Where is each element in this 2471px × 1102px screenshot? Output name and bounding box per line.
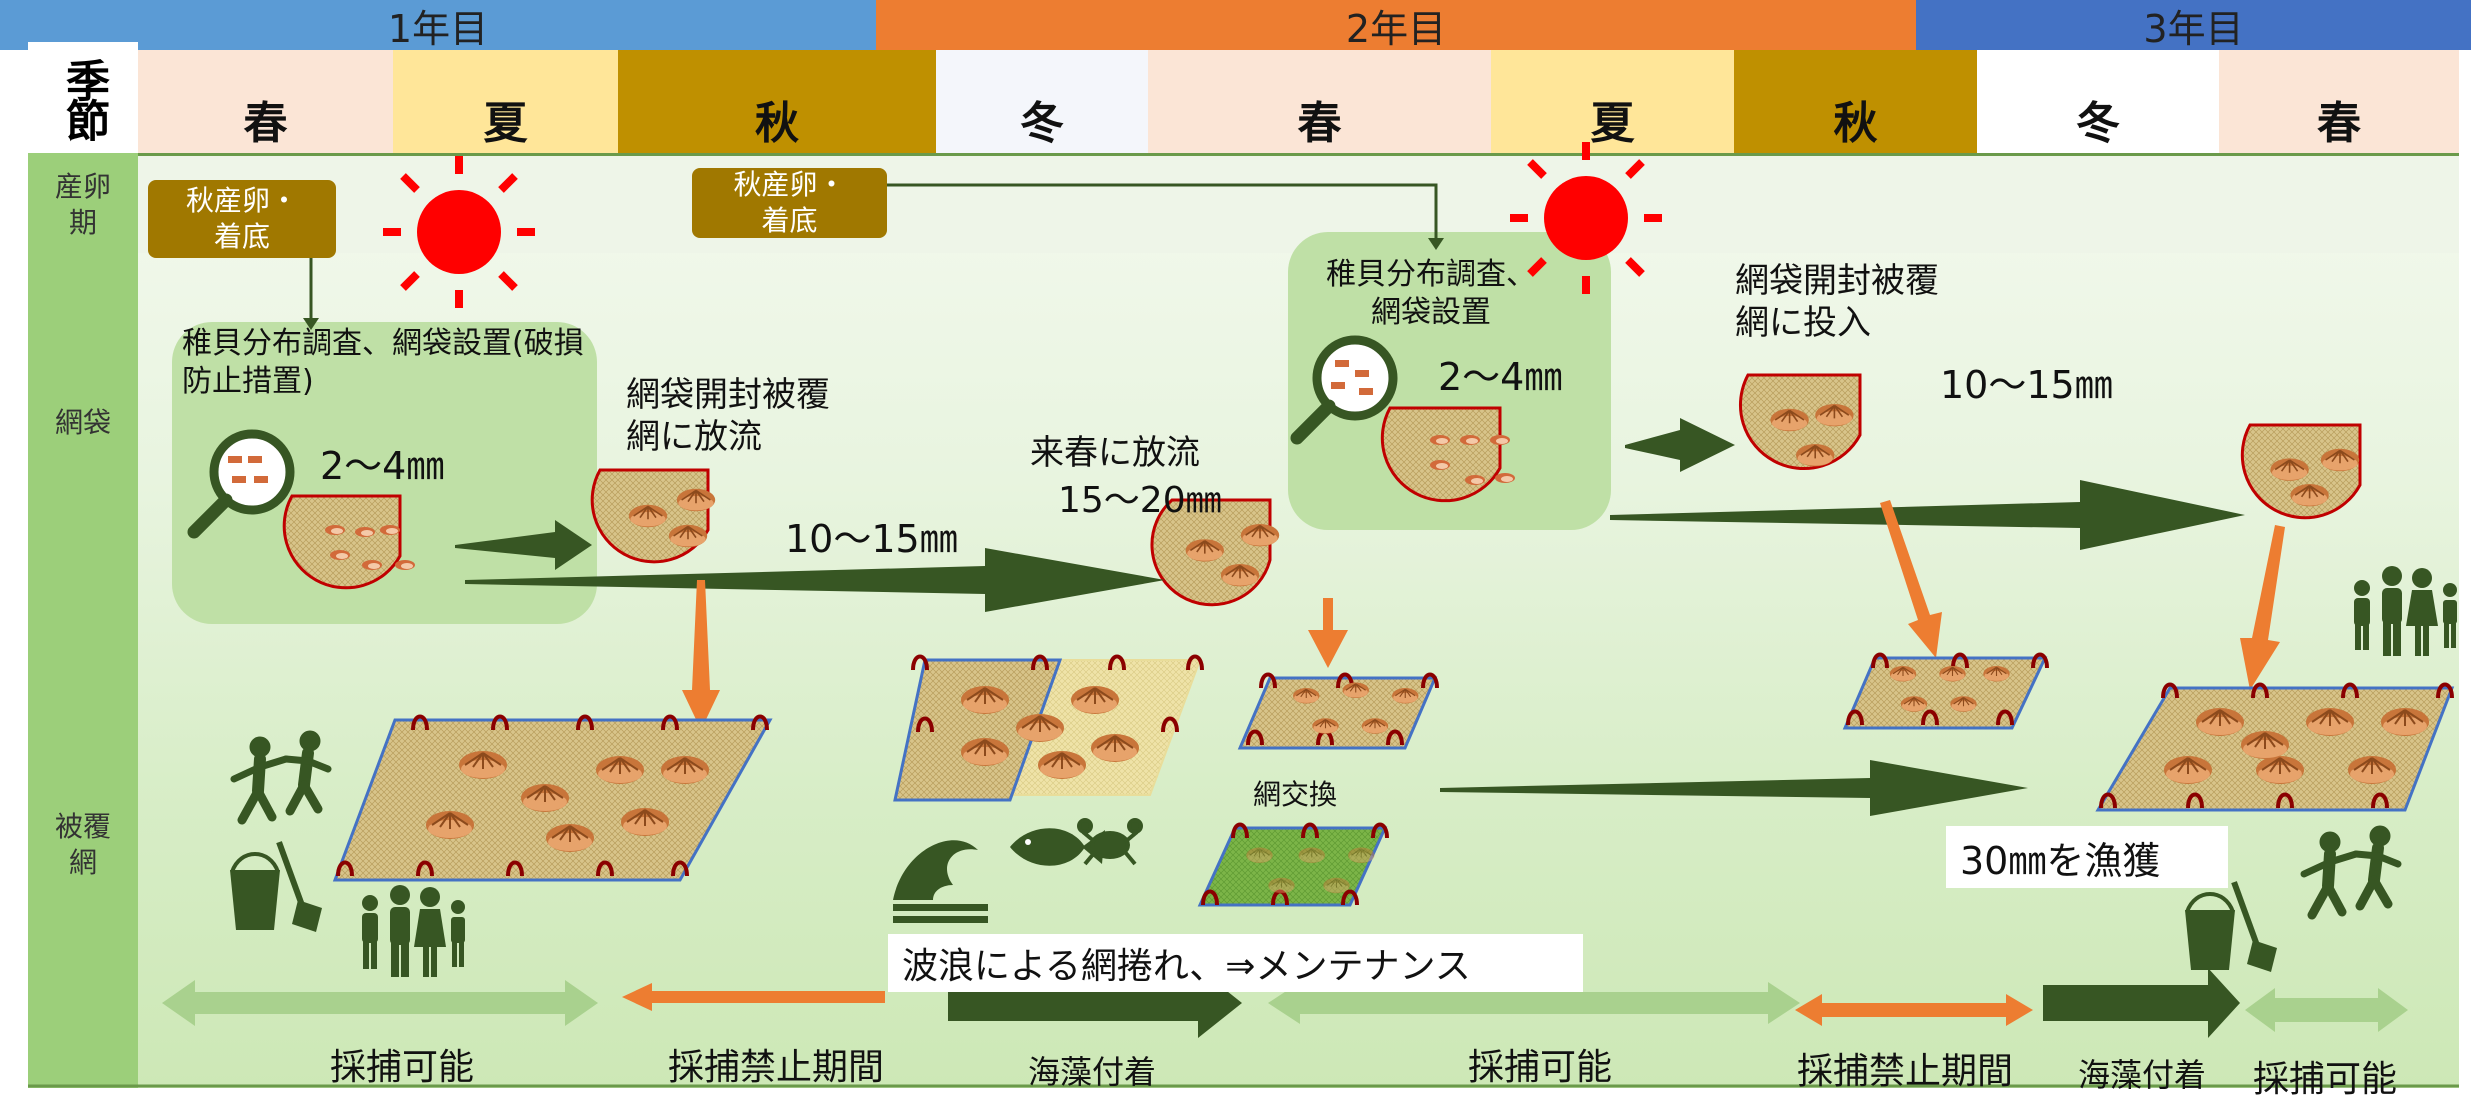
- season-column-label: 季節: [58, 57, 109, 138]
- header-divider: [28, 153, 2459, 156]
- cover-net-large-year1: [332, 714, 773, 882]
- survey1-title: 稚貝分布調査、網袋設置(破損防止措置): [182, 326, 584, 399]
- open1-title: 網袋開封被覆網に放流: [626, 375, 830, 457]
- cover-net-exchange: [1197, 822, 1389, 907]
- net-bag-row-text: 網袋: [54, 406, 111, 439]
- family-icon: [362, 885, 465, 977]
- spawning-row-band: [138, 153, 2459, 253]
- sun-icon: [1510, 142, 1662, 294]
- season-cell: 秋: [618, 50, 936, 153]
- kids-playing-icon: [230, 730, 332, 825]
- drop-arrows: [682, 500, 2285, 730]
- year-3-header: 3年目: [1916, 0, 2471, 51]
- cover-net-year3: [2095, 682, 2455, 812]
- season-cell: 春: [1148, 50, 1491, 153]
- season-cell: 冬: [936, 50, 1148, 153]
- net-bag-small-year2: [1380, 406, 1515, 503]
- row-label-sidebar: [28, 153, 138, 1088]
- season-cell: 春: [138, 50, 393, 153]
- spawning-row-text: 産卵期: [54, 170, 111, 239]
- period-label: 採捕可能: [1468, 1047, 1613, 1088]
- spawning-box-text: 秋産卵・着底: [185, 184, 298, 253]
- survey2-size: 2～4㎜: [1438, 355, 1563, 399]
- survey1-size: 2～4㎜: [320, 444, 445, 488]
- net-bag-row-label: 網袋: [28, 405, 138, 441]
- spawning-row-label: 産卵期: [28, 165, 138, 245]
- magnifier-icon: [187, 429, 295, 539]
- spawning-box-text: 秋産卵・着底: [733, 168, 846, 237]
- season-label: 冬: [2076, 98, 2120, 149]
- cover-net-double: [893, 654, 1204, 802]
- net-bag-medium-year2: [1738, 373, 1862, 470]
- season-label-cell: 季節: [28, 42, 138, 153]
- period-label: 採捕可能: [330, 1047, 475, 1088]
- sun-icon: [383, 156, 535, 308]
- cover-net-small: [1237, 672, 1439, 750]
- net-bag-year3: [2240, 423, 2362, 520]
- cover-net-row-text: 被覆網: [54, 810, 111, 879]
- period-label: 採捕禁止期間: [668, 1047, 885, 1088]
- net-bag-medium-year1: [590, 468, 717, 564]
- spring-release-title: 来春に放流: [1030, 433, 1200, 473]
- net-bag-small-juveniles: [282, 494, 415, 590]
- season-cell: 春: [2219, 50, 2459, 153]
- year-1-header: 1年目: [0, 0, 876, 51]
- cover-net-year2: [1842, 652, 2049, 730]
- season-cell: 冬: [1977, 50, 2219, 153]
- year-2-header: 2年目: [876, 0, 1916, 51]
- season-label: 冬: [1020, 98, 1064, 149]
- spawn2-connector: [887, 183, 1438, 240]
- kids-playing-icon: [2300, 825, 2402, 920]
- season-label: 秋: [1833, 98, 1878, 149]
- open1-size: 10～15㎜: [785, 517, 958, 561]
- spring-release-size: 15～20㎜: [1058, 480, 1222, 521]
- survey2-title: 稚貝分布調査、網袋設置: [1326, 257, 1536, 330]
- year-3-label: 3年目: [2143, 6, 2244, 51]
- season-label: 春: [1297, 98, 1342, 149]
- autumn-spawning-box-2: 秋産卵・着底: [692, 168, 887, 238]
- bucket-icon: [2185, 881, 2277, 972]
- autumn-spawning-box-1: 秋産卵・着底: [148, 180, 336, 258]
- season-cell: 夏: [393, 50, 618, 153]
- bucket-icon: [230, 841, 322, 932]
- season-label: 春: [243, 98, 288, 149]
- season-cell: 秋: [1734, 50, 1977, 153]
- crab-icon: [1077, 818, 1143, 866]
- magnifier-icon: [1290, 335, 1398, 445]
- season-label: 秋: [755, 98, 799, 149]
- season-label: 夏: [1590, 98, 1635, 149]
- period-label: 採捕禁止期間: [1797, 1051, 2014, 1092]
- season-label: 春: [2317, 98, 2361, 149]
- period-label: 採捕可能: [2253, 1059, 2398, 1100]
- open2-size: 10～15㎜: [1940, 363, 2113, 407]
- open2-title: 網袋開封被覆網に投入: [1735, 261, 1939, 343]
- season-label: 夏: [483, 98, 528, 149]
- period-label: 海藻付着: [1028, 1053, 1157, 1091]
- wave-icon: [893, 840, 988, 923]
- net-exchange-label: 網交換: [1253, 778, 1338, 811]
- period-label: 海藻付着: [2078, 1056, 2207, 1094]
- family-icon: [2354, 566, 2457, 656]
- year-2-label: 2年目: [1345, 6, 1447, 51]
- harvest-label: 30㎜を漁獲: [1946, 826, 2228, 888]
- net-bag-spring-release: [1150, 498, 1281, 607]
- flow-arrows: [455, 418, 2245, 816]
- year-1-label: 1年目: [387, 6, 489, 51]
- maintenance-label: 波浪による網捲れ、⇒メンテナンス: [888, 934, 1583, 992]
- season-cell: 夏: [1491, 50, 1734, 153]
- cover-net-row-label: 被覆網: [28, 805, 138, 885]
